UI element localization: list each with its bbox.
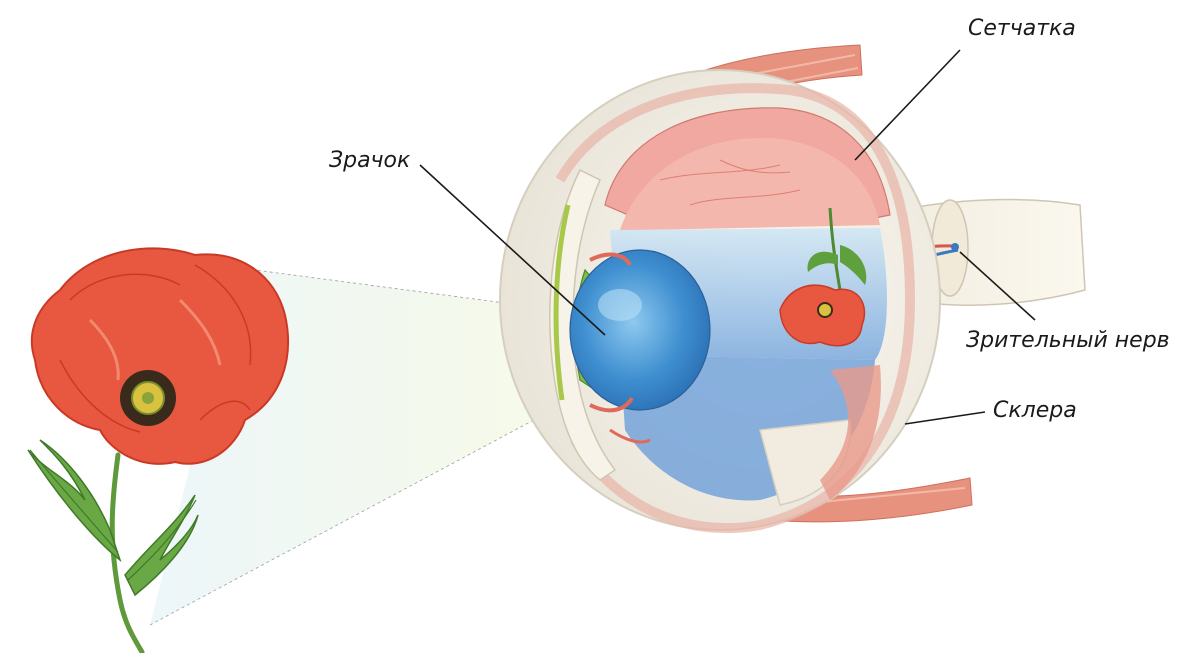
label-optic-nerve: Зрительный нерв bbox=[966, 330, 1170, 352]
leader-line-sclera bbox=[905, 412, 985, 424]
label-sclera: Склера bbox=[993, 400, 1077, 422]
label-pupil: Зрачок bbox=[329, 150, 410, 172]
leader-line-retina bbox=[855, 50, 960, 160]
label-retina: Сетчатка bbox=[968, 18, 1076, 40]
